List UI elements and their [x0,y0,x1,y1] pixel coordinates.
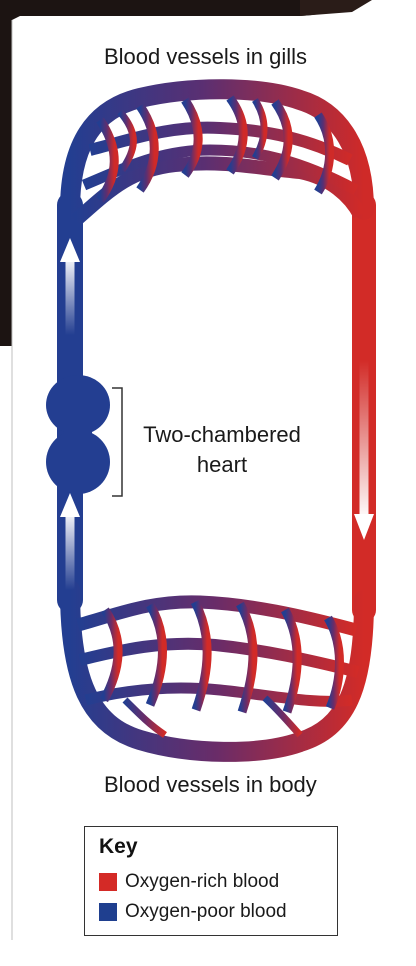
heart-label: Two-chambered heart [122,420,322,480]
key-item-oxygen-rich: Oxygen-rich blood [99,871,279,893]
key-item-oxygen-poor: Oxygen-poor blood [99,901,287,923]
body-vessels-label: Blood vessels in body [104,772,317,798]
heart-label-line2: heart [122,450,322,480]
oxygen-poor-swatch [99,903,117,921]
oxygen-rich-swatch [99,873,117,891]
heart-bracket [112,388,122,496]
heart-chambers [46,375,110,494]
gill-vessels-label: Blood vessels in gills [104,44,307,70]
key-title: Key [99,835,138,859]
gill-capillaries [70,89,364,220]
heart-label-line1: Two-chambered [122,420,322,450]
body-capillaries [70,590,364,752]
oxygen-poor-label: Oxygen-poor blood [125,901,287,923]
dark-frame-cap [300,0,372,16]
oxygen-rich-label: Oxygen-rich blood [125,871,279,893]
key-legend: Key Oxygen-rich blood Oxygen-poor blood [84,826,338,936]
